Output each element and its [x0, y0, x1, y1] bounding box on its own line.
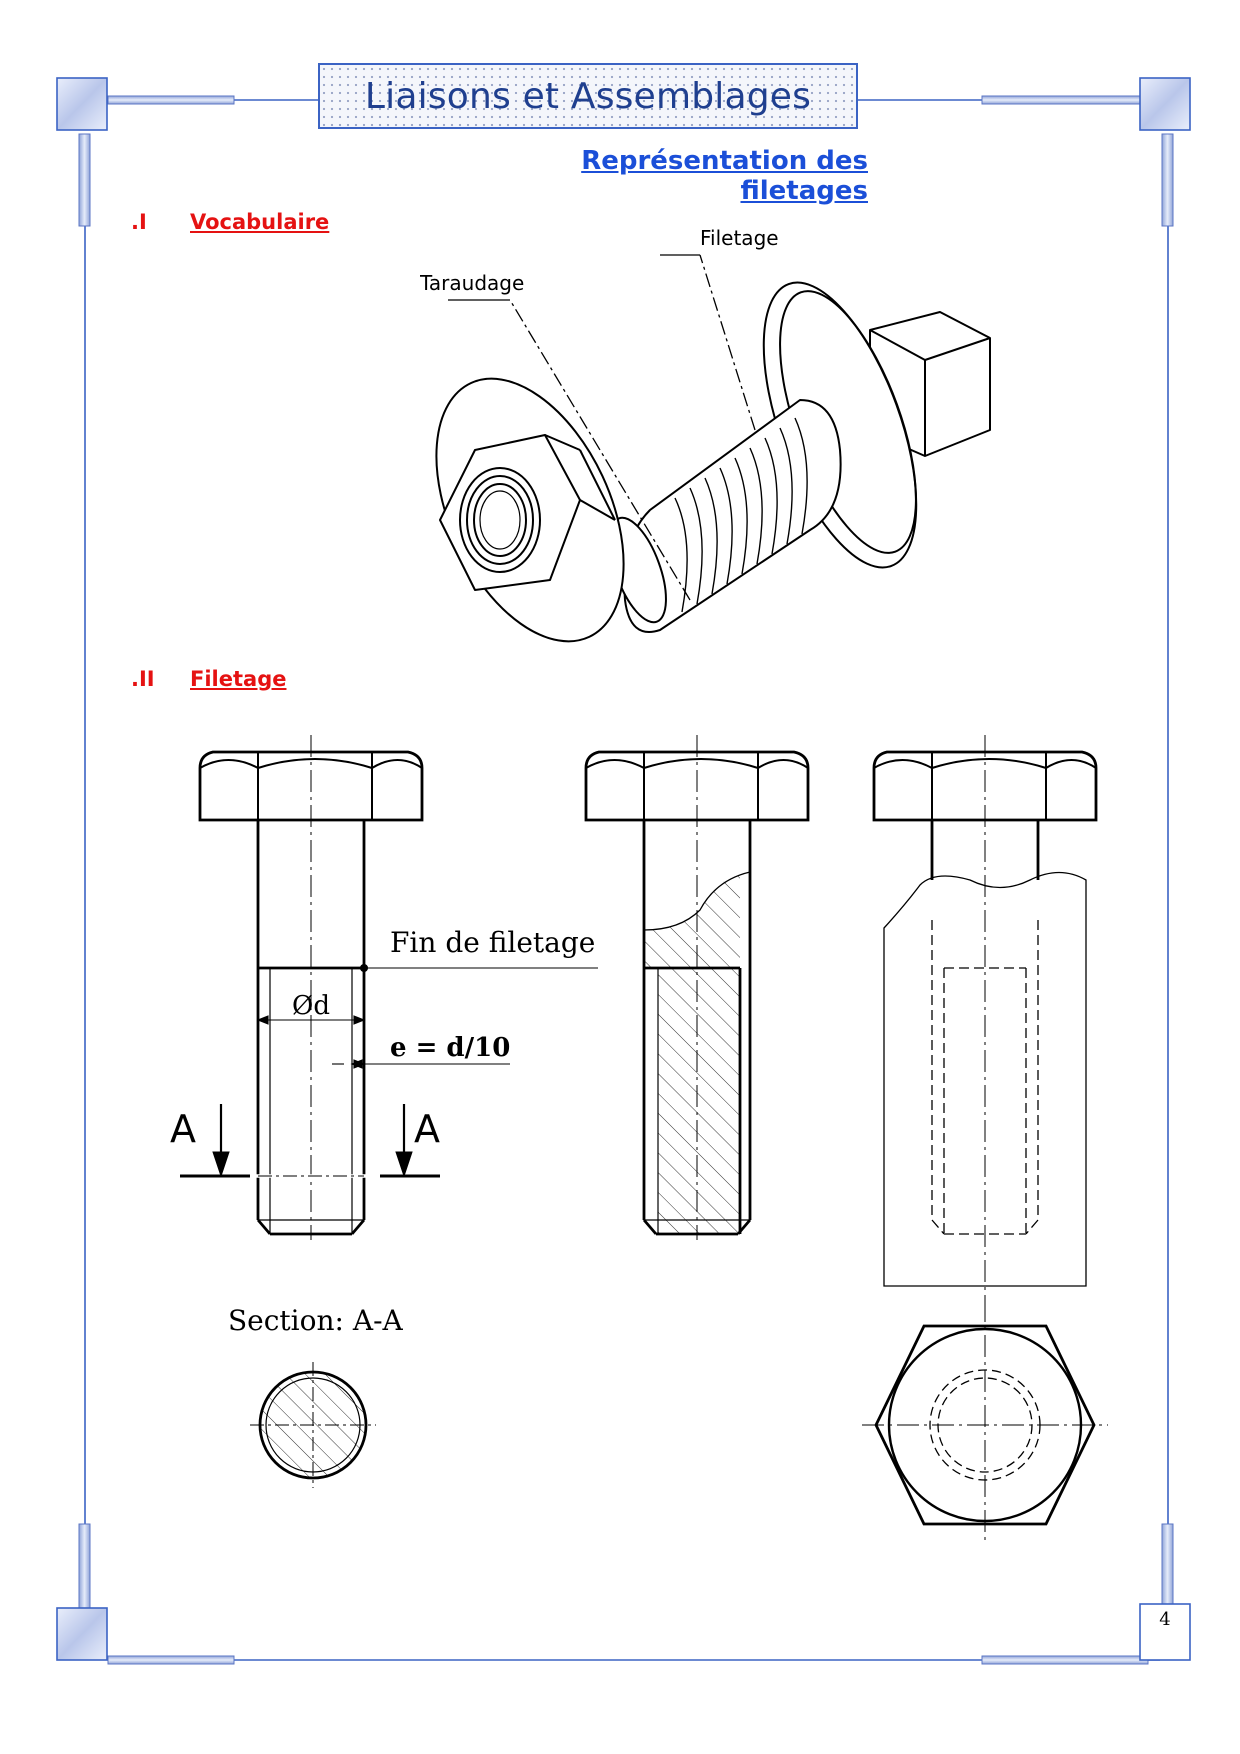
label-fin-filetage: Fin de filetage [390, 926, 595, 959]
label-section-aa: Section: A-A [228, 1304, 404, 1337]
label-e-ratio: e = d/10 [390, 1033, 510, 1063]
section-aa-circle [250, 1362, 376, 1488]
label-diameter: Ød [292, 991, 330, 1021]
page-number: 4 [1159, 1609, 1171, 1630]
section-1-title[interactable]: Vocabulaire [190, 210, 330, 234]
label-a-right: A [414, 1107, 440, 1151]
page-title: Liaisons et Assemblages [364, 75, 812, 117]
bolt-shank [609, 399, 842, 633]
nut [435, 377, 625, 643]
bolt-nut-isometric-figure: Filetage Taraudage [420, 226, 991, 643]
hex-top-view [862, 1300, 1108, 1540]
label-filetage: Filetage [700, 226, 779, 250]
label-taraudage: Taraudage [420, 271, 524, 295]
label-a-left: A [170, 1107, 196, 1151]
section-2-number: .II [131, 667, 155, 691]
section-1-number: .I [131, 210, 147, 234]
section-2-title[interactable]: Filetage [190, 667, 287, 691]
title-box: Liaisons et Assemblages [318, 63, 858, 129]
page-subtitle[interactable]: Représentation des filetages [581, 146, 868, 206]
